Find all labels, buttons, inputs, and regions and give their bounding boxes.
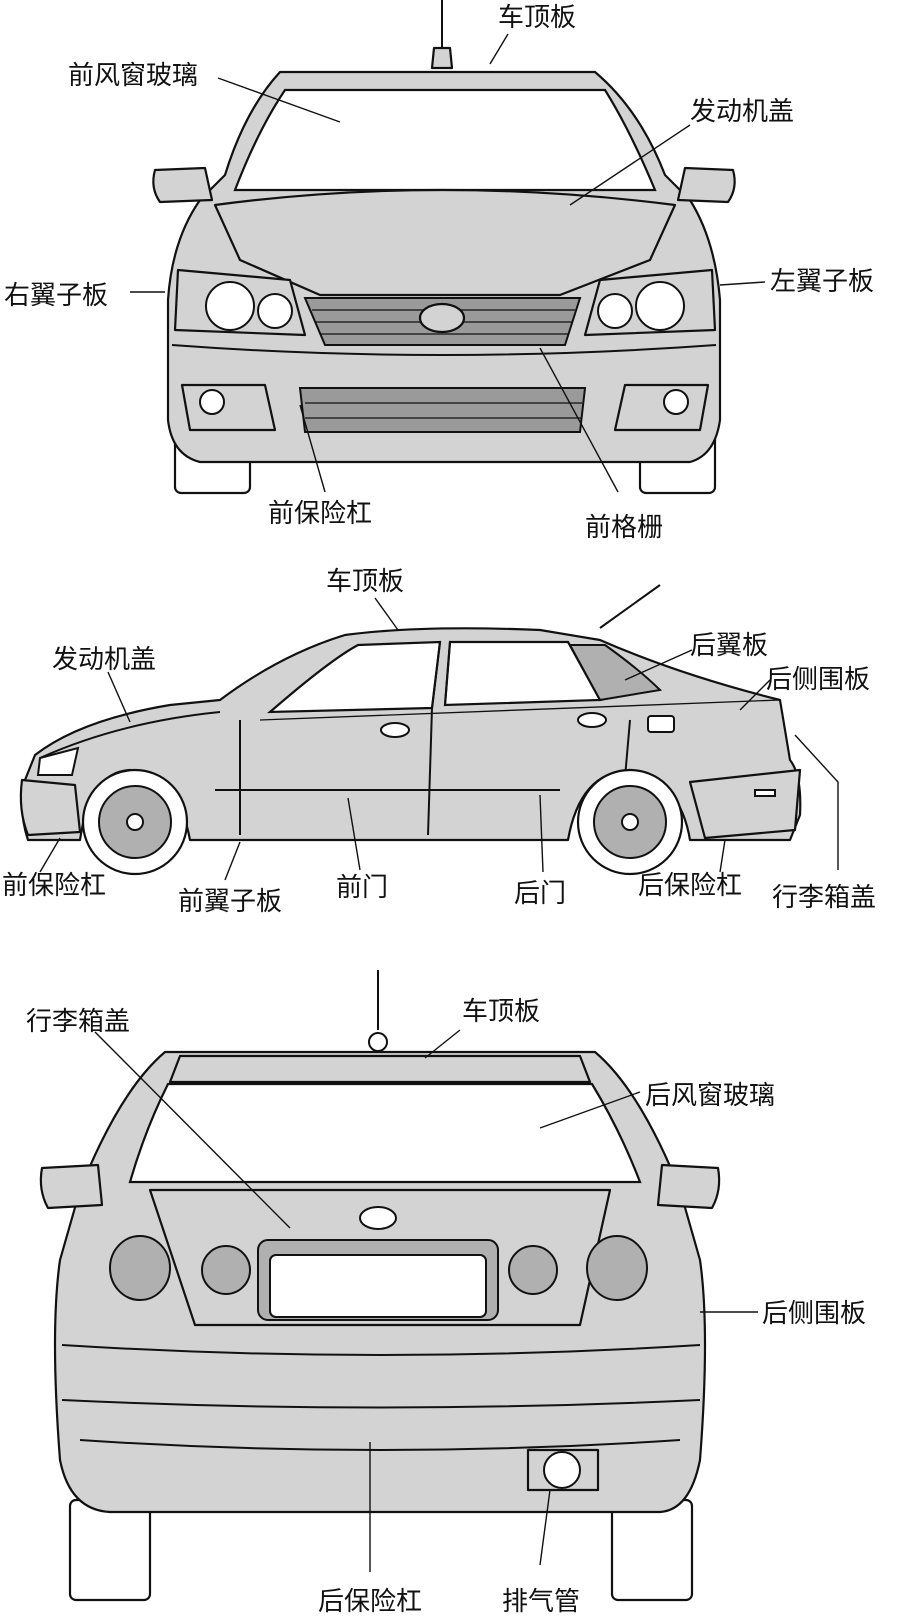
label-exhaust-pipe: 排气管 xyxy=(502,1587,580,1617)
label-rear-rear-quarter-panel: 后侧围板 xyxy=(762,1299,866,1329)
label-front-roof-panel: 车顶板 xyxy=(498,3,576,33)
label-side-rear-bumper: 后保险杠 xyxy=(638,871,742,901)
label-rear-door: 后门 xyxy=(514,879,566,909)
label-rear-spoiler: 后翼板 xyxy=(690,631,768,661)
label-windshield: 前风窗玻璃 xyxy=(68,61,198,91)
label-side-roof-panel: 车顶板 xyxy=(326,567,404,597)
front-windshield-shape xyxy=(235,90,655,190)
side-view: 车顶板 发动机盖 后翼板 后侧围板 前保险杠 前翼子板 前门 后门 后保险杠 行… xyxy=(2,567,876,917)
front-view: 车顶板 前风窗玻璃 发动机盖 右翼子板 左翼子板 前保险杠 前格栅 xyxy=(4,0,874,543)
label-front-view-front-bumper: 前保险杠 xyxy=(268,499,372,529)
label-front-door: 前门 xyxy=(336,873,388,903)
label-left-fender: 左翼子板 xyxy=(770,267,874,297)
label-right-fender: 右翼子板 xyxy=(4,281,108,311)
label-rear-window: 后风窗玻璃 xyxy=(645,1081,775,1111)
rear-view: 行李箱盖 车顶板 后风窗玻璃 后侧围板 后保险杠 排气管 xyxy=(26,970,866,1617)
label-front-grille: 前格栅 xyxy=(585,513,663,543)
label-rear-trunk-lid: 行李箱盖 xyxy=(26,1007,130,1037)
label-side-rear-quarter-panel: 后侧围板 xyxy=(766,665,870,695)
label-side-front-bumper: 前保险杠 xyxy=(2,871,106,901)
rear-window-shape xyxy=(130,1084,640,1182)
label-rear-roof-panel: 车顶板 xyxy=(462,997,540,1027)
label-front-fender: 前翼子板 xyxy=(178,887,282,917)
label-rear-view-rear-bumper: 后保险杠 xyxy=(318,1587,422,1617)
label-side-hood: 发动机盖 xyxy=(52,645,156,675)
label-side-trunk-lid: 行李箱盖 xyxy=(772,883,876,913)
label-front-hood: 发动机盖 xyxy=(690,97,794,127)
